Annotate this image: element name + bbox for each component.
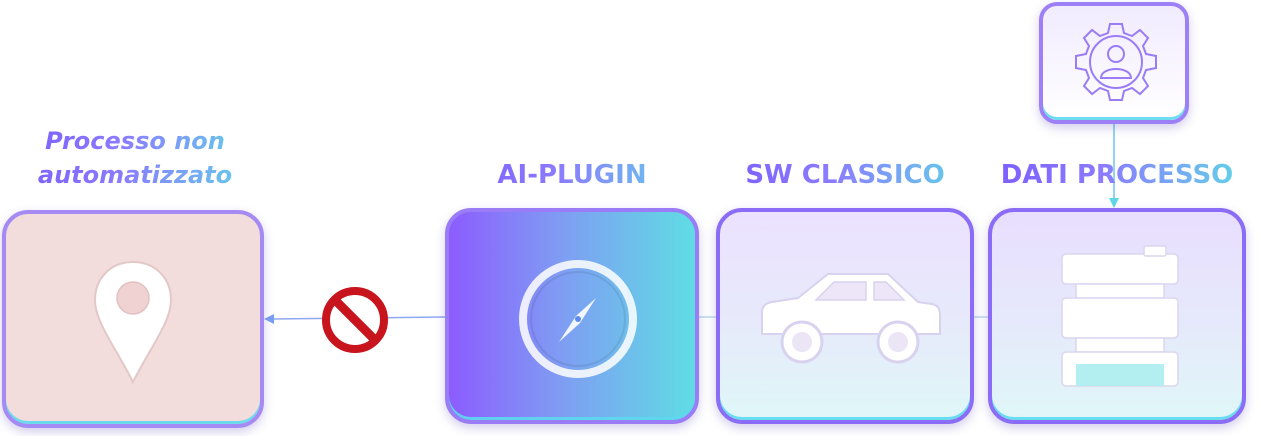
compass-icon — [519, 260, 637, 378]
arrowhead-to-manual — [264, 314, 274, 324]
car-icon — [761, 273, 941, 364]
map-pin-icon — [93, 260, 173, 385]
manual-process-box[interactable] — [2, 210, 264, 428]
ai-plugin-box[interactable] — [445, 208, 699, 424]
arrowhead-to-dati — [1109, 198, 1119, 208]
ai-plugin-label: AI-PLUGIN — [445, 160, 699, 190]
dati-processo-box[interactable] — [988, 208, 1246, 424]
sw-classico-label: SW CLASSICO — [716, 160, 974, 190]
sw-classico-box[interactable] — [716, 208, 974, 424]
dati-processo-label: DATI PROCESSO — [988, 160, 1246, 190]
barrel-icon — [1061, 245, 1179, 387]
user-gear-icon — [1075, 23, 1157, 101]
operator-box[interactable] — [1039, 2, 1189, 124]
prohibited-icon — [322, 287, 388, 353]
manual-process-label-line2: automatizzato — [37, 161, 233, 189]
manual-process-label-line1: Processo non — [45, 127, 225, 155]
manual-process-label: Processo non automatizzato — [10, 124, 260, 192]
